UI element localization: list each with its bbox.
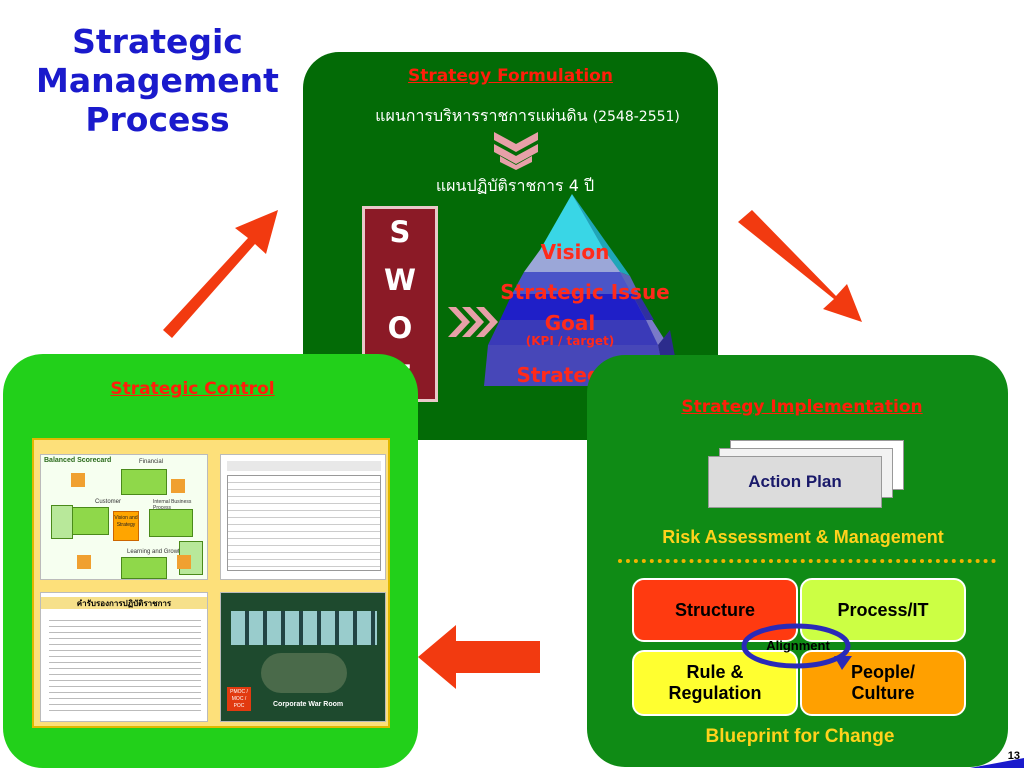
swot-w: W: [384, 263, 416, 297]
bsc-learning-table: [121, 557, 167, 579]
bsc-financial: Financial: [139, 459, 164, 465]
pyramid-vision: Vision: [540, 240, 610, 264]
pyramid-goal: Goal: [544, 311, 596, 335]
bsc-customer-table: [71, 507, 109, 535]
action-plan-stack: Action Plan: [708, 440, 913, 530]
national-plan-years: (2548-2551): [592, 109, 680, 125]
dotted-divider: [618, 559, 996, 563]
chevron-right-icon: [448, 307, 498, 337]
bsc-arrow-4-icon: [177, 555, 191, 569]
war-room-label: Corporate War Room: [273, 701, 344, 708]
title-line-1: Strategic: [72, 22, 243, 61]
corner-decoration: [970, 758, 1024, 768]
people-line-2: Culture: [851, 683, 915, 703]
chevron-down-icon: [494, 132, 538, 170]
report-table-rows: [227, 475, 381, 571]
strategic-control-heading: Strategic Control: [110, 379, 275, 399]
war-room-thumbnail: PMOC / MOC / POC Corporate War Room: [220, 592, 386, 722]
action-plan-label: Action Plan: [708, 456, 882, 508]
title-line-2: Management: [36, 61, 279, 100]
report-table-header: [227, 461, 381, 471]
alignment-cycle-icon: [741, 623, 852, 670]
swot-s: S: [389, 215, 411, 249]
page-title: Strategic Management Process: [20, 22, 295, 139]
agreement-page-2: [128, 592, 208, 722]
title-line-3: Process: [85, 100, 230, 139]
arrow-left-icon: [418, 625, 540, 689]
bsc-arrow-1-icon: [71, 473, 85, 487]
pyramid-strategic-issue: Strategic Issue: [500, 280, 670, 304]
page-number: 13: [1007, 750, 1020, 762]
rule-line-1: Rule &: [686, 662, 744, 682]
blueprint-for-change-label: Blueprint for Change: [705, 726, 895, 747]
bsc-note-left: [51, 505, 73, 539]
pyramid-kpi: (KPI / target): [525, 334, 615, 348]
bsc-learning: Learning and Growth: [127, 549, 184, 555]
bsc-arrow-2-icon: [171, 479, 185, 493]
bsc-customer: Customer: [95, 499, 122, 505]
war-room-screens: [231, 611, 377, 645]
agreement-text-lines: [49, 615, 201, 715]
structure-box: Structure: [632, 578, 798, 642]
arrow-up-right-icon: [163, 210, 278, 338]
war-room-badge: PMOC / MOC / POC: [227, 687, 251, 711]
strategy-implementation-heading: Strategy Implementation: [681, 397, 923, 417]
bsc-title: Balanced Scorecard: [44, 457, 112, 464]
bsc-arrow-3-icon: [77, 555, 91, 569]
report-table-thumbnail: [220, 454, 386, 580]
bsc-internal-table: [149, 509, 193, 537]
national-plan-text: แผนการบริหารราชการแผ่นดิน (2548-2551): [335, 104, 720, 129]
rule-line-2: Regulation: [668, 683, 762, 703]
agreement-title: คำรับรองการปฏิบัติราชการ: [41, 597, 207, 609]
alignment-label: Alignment: [766, 638, 830, 653]
control-collage: Balanced Scorecard Financial Customer In…: [32, 438, 390, 728]
war-room-table: [261, 653, 347, 693]
balanced-scorecard-thumbnail: Balanced Scorecard Financial Customer In…: [40, 454, 208, 580]
national-plan-thai: แผนการบริหารราชการแผ่นดิน: [375, 106, 588, 125]
swot-o: O: [387, 311, 413, 345]
risk-assessment-text: Risk Assessment & Management: [662, 527, 944, 547]
bsc-internal: Internal Business Process: [153, 499, 192, 511]
strategy-formulation-heading: Strategy Formulation: [408, 66, 613, 86]
performance-agreement-thumbnail: คำรับรองการปฏิบัติราชการ: [40, 592, 208, 722]
bsc-vision-center: Vision and Strategy: [113, 511, 139, 541]
bsc-financial-table: [121, 469, 167, 495]
arrow-down-right-icon: [738, 210, 862, 322]
four-year-plan-text: แผนปฏิบัติราชการ 4 ปี: [435, 176, 595, 195]
people-line-1: People/: [850, 662, 916, 682]
